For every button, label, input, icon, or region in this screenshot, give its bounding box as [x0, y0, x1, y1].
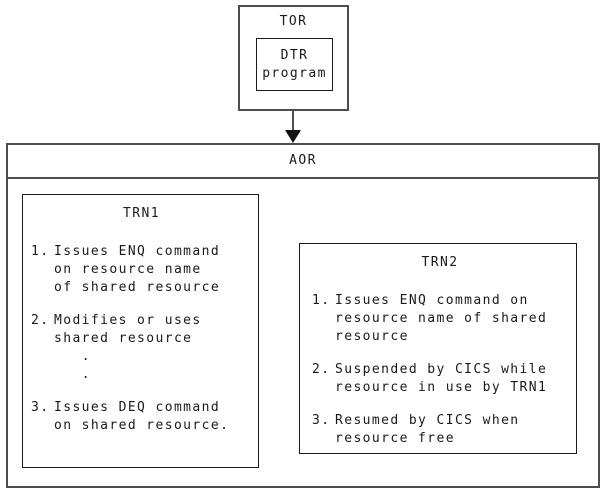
trn1-title: TRN1 — [123, 206, 160, 221]
trn2-item-2: 2. Suspended by CICS while resource in u… — [312, 361, 568, 397]
item-number: 3. — [312, 413, 331, 428]
item-text: Issues ENQ command on resource name of s… — [335, 293, 548, 344]
item-number: 1. — [312, 293, 331, 308]
item-number: 2. — [312, 362, 331, 377]
dtr-program-box: DTR program — [256, 38, 333, 91]
trn1-item-2: 2. Modifies or uses shared resource . . — [31, 312, 252, 384]
aor-title: AOR — [289, 153, 317, 168]
trn1-item-list: 1. Issues ENQ command on resource name o… — [31, 243, 252, 435]
item-text: Issues ENQ command on resource name of s… — [54, 244, 221, 295]
item-number: 3. — [31, 400, 50, 415]
item-number: 1. — [31, 244, 50, 259]
trn2-item-1: 1. Issues ENQ command on resource name o… — [312, 292, 568, 346]
trn1-item-3: 3. Issues DEQ command on shared resource… — [31, 399, 252, 435]
trn1-box: TRN1 1. Issues ENQ command on resource n… — [22, 194, 259, 468]
item-text: Issues DEQ command on shared resource. — [54, 400, 230, 433]
tor-title: TOR — [279, 14, 308, 29]
trn2-title: TRN2 — [421, 255, 459, 270]
dtr-program-label: DTR program — [262, 47, 327, 81]
tor-to-aor-connector-line — [292, 111, 294, 131]
trn1-item-1: 1. Issues ENQ command on resource name o… — [31, 243, 252, 297]
arrowhead-down-icon — [285, 130, 301, 143]
aor-header: AOR — [8, 145, 598, 179]
item-text: Suspended by CICS while resource in use … — [335, 362, 548, 395]
item-number: 2. — [31, 313, 50, 328]
trn2-item-list: 1. Issues ENQ command on resource name o… — [312, 292, 568, 448]
trn2-box: TRN2 1. Issues ENQ command on resource n… — [299, 243, 577, 454]
item-text: Modifies or uses shared resource . . — [54, 313, 202, 382]
trn2-item-3: 3. Resumed by CICS when resource free — [312, 412, 568, 448]
item-text: Resumed by CICS when resource free — [335, 413, 520, 446]
